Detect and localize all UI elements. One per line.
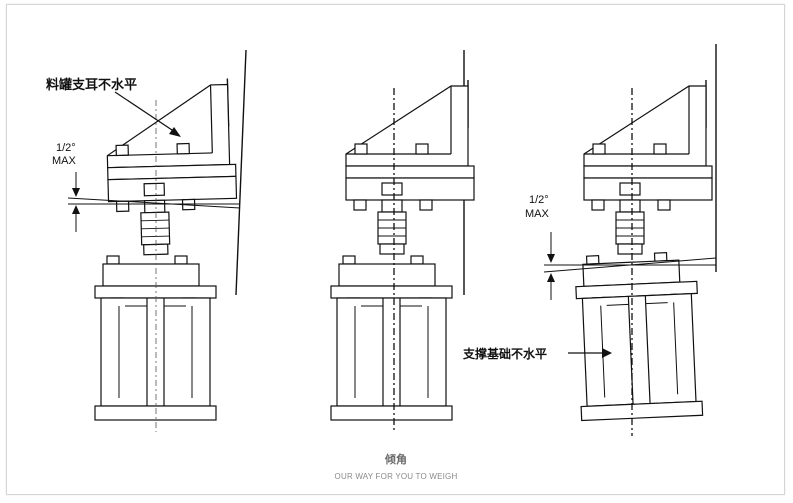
bracket-not-level-label: 料罐支耳不水平 (46, 77, 137, 93)
right-angle-unit: MAX (525, 208, 550, 220)
middle-assembly (330, 50, 475, 432)
right-assembly (543, 44, 717, 436)
left-angle-value: 1/2° (56, 142, 76, 154)
base-not-level-label: 支撑基础不水平 (462, 346, 547, 361)
right-angle-value: 1/2° (529, 194, 549, 206)
caption-title: 倾角 (384, 452, 407, 466)
left-assembly (67, 49, 247, 432)
caption-subtitle: OUR WAY FOR YOU TO WEIGH (335, 472, 458, 481)
left-angle-unit: MAX (52, 155, 77, 167)
diagram-frame (6, 4, 785, 495)
